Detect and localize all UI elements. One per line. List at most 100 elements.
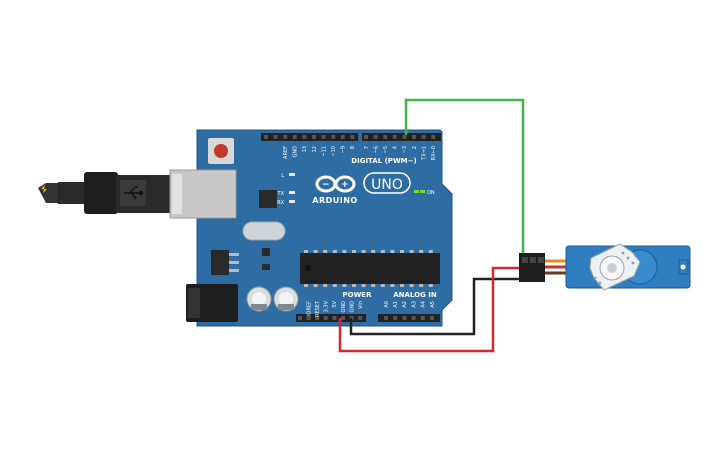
power-pin-hole[interactable] [298,316,302,320]
analog-pin-label: A5 [430,301,436,308]
usb-cable[interactable] [38,172,171,214]
voltage-regulator [211,250,229,275]
chip-leg [332,284,337,287]
servo-motor[interactable] [519,243,691,291]
chip-leg [304,284,308,287]
power-pin-label: GND [349,301,355,313]
digital-pin-hole[interactable] [364,135,368,139]
chip-leg [371,250,376,253]
digital-pin-hole[interactable] [331,135,336,139]
chip-leg [342,250,347,253]
power-pin-label: 3.3V [324,300,330,312]
servo-horn[interactable] [589,243,641,291]
on-label: ON [427,190,435,196]
power-pin-label: Vin [358,301,364,309]
digital-pin-hole[interactable] [302,135,307,139]
digital-pin-label: 13 [302,146,308,152]
power-pin-label: GND [341,301,347,313]
capacitor-1 [246,286,272,312]
digital-pin-hole[interactable] [340,135,345,139]
power-pin-hole[interactable] [315,316,320,320]
digital-pin-label: ~3 [402,146,408,153]
digital-header-label: DIGITAL (PWM~) [351,157,416,165]
on-led-2 [420,190,425,193]
digital-pin-hole[interactable] [350,135,355,139]
chip-leg [313,250,318,253]
analog-pin-hole[interactable] [420,316,425,320]
atmega-microcontroller [300,253,440,284]
power-pin-hole[interactable] [332,316,337,320]
digital-pin-hole[interactable] [402,135,407,139]
chip-leg [428,284,433,287]
regulator-lead-2 [229,261,239,264]
analog-pin-hole[interactable] [384,316,388,320]
chip-leg [400,250,404,253]
on-led [414,190,419,193]
analog-pin-hole[interactable] [402,316,407,320]
chip-leg [342,284,347,287]
digital-pin-hole[interactable] [283,135,288,139]
digital-pin-label: TX→1 [421,146,427,161]
digital-pin-hole[interactable] [292,135,297,139]
servo-connector-pin-2 [530,257,536,263]
digital-pin-label: ~10 [331,146,337,157]
power-pin-hole[interactable] [341,316,345,320]
power-header-label: POWER [343,291,373,299]
chip-leg [390,284,395,287]
power-wire[interactable] [338,266,527,353]
ground-wire[interactable] [349,277,527,336]
power-pin-hole[interactable] [358,316,363,320]
model-label: UNO [371,177,403,193]
chip-leg [428,250,433,253]
digital-pin-label: ~9 [341,146,347,153]
digital-pin-hole[interactable] [264,135,268,139]
digital-pin-label: GND [293,146,299,158]
chip-leg [304,250,308,253]
usb-plug-body [84,172,118,214]
power-jack-face [188,288,200,318]
analog-pin-hole[interactable] [393,316,398,320]
digital-pin-holes [264,135,436,139]
servo-connector-pin [522,257,528,263]
analog-pin-label: A3 [411,301,417,308]
analog-pin-hole[interactable] [411,316,416,320]
reset-button[interactable] [214,144,228,158]
chip-leg [323,250,328,253]
l-led [289,173,295,176]
usb-port-face [172,174,182,214]
regulator-lead [229,253,239,256]
digital-pin-hole[interactable] [431,135,436,139]
usb-icon [124,186,144,200]
digital-pin-label: 8 [350,146,356,149]
small-component-2 [262,264,270,270]
digital-pin-hole[interactable] [321,135,326,139]
tx-led [289,191,295,194]
power-pin-hole[interactable] [323,316,328,320]
digital-pin-hole[interactable] [373,135,378,139]
chip-leg [400,284,404,287]
digital-pin-hole[interactable] [273,135,278,139]
power-pin-hole[interactable] [306,316,311,320]
digital-pin-hole[interactable] [392,135,397,139]
chip-pins [304,250,433,287]
analog-header-label: ANALOG IN [393,291,437,299]
analog-pin-hole[interactable] [430,316,434,320]
usb-controller-chip [259,190,277,208]
power-pin-label: 5V [332,300,338,307]
regulator-lead-3 [229,269,239,272]
chip-leg [361,250,366,253]
digital-pin-label: ~11 [321,146,327,157]
chip-leg [352,250,356,253]
digital-pin-hole[interactable] [421,135,426,139]
chip-leg [419,250,424,253]
digital-pin-hole[interactable] [383,135,388,139]
analog-pin-label: A1 [393,301,399,308]
digital-pin-hole[interactable] [312,135,316,139]
chip-leg [409,284,414,287]
digital-pin-hole[interactable] [412,135,416,139]
chip-leg [323,284,328,287]
